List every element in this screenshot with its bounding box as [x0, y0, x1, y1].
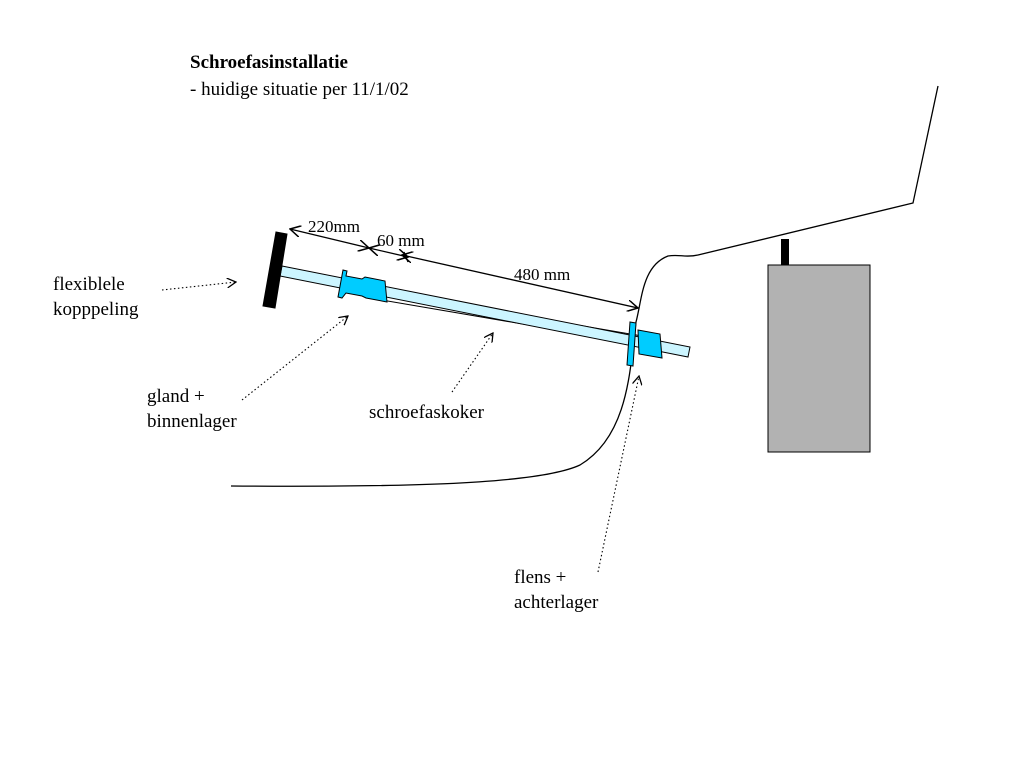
dimension-line-220: [290, 229, 369, 248]
label-line: binnenlager: [147, 411, 237, 432]
label-line: kopppeling: [53, 299, 139, 320]
label-line: flens +: [514, 567, 567, 588]
flange-bearing: [637, 329, 663, 359]
leader-shaft-tube: [451, 333, 493, 393]
dimension-label-220: 220mm: [308, 217, 360, 236]
label-line: gland +: [147, 386, 205, 407]
engine-mount: [781, 239, 789, 265]
label-line: schroefaskoker: [369, 402, 485, 423]
flexible-coupling: [262, 231, 288, 309]
dimension-tick: [403, 251, 409, 263]
leader-gland: [241, 316, 348, 401]
leader-coupling: [161, 282, 236, 291]
label-shaft-tube: schroefaskoker: [369, 400, 484, 425]
label-flexible-coupling: flexiblele kopppeling: [53, 272, 139, 322]
dimension-line-480: [402, 255, 638, 308]
slide-title: Schroefasinstallatie: [190, 52, 348, 73]
label-line: flexiblele: [53, 274, 125, 295]
gland-bearing: [337, 269, 388, 303]
leader-flange: [597, 376, 639, 573]
flange-plate: [626, 321, 637, 367]
label-line: achterlager: [514, 592, 599, 613]
label-gland: gland + binnenlager: [147, 384, 237, 434]
slide-subtitle: - huidige situatie per 11/1/02: [190, 79, 409, 100]
engine-block: [767, 264, 871, 453]
dimension-label-60: 60 mm: [377, 231, 425, 250]
dimension-label-480: 480 mm: [514, 265, 570, 284]
hull-outline: [230, 85, 939, 487]
label-flange: flens + achterlager: [514, 565, 598, 615]
